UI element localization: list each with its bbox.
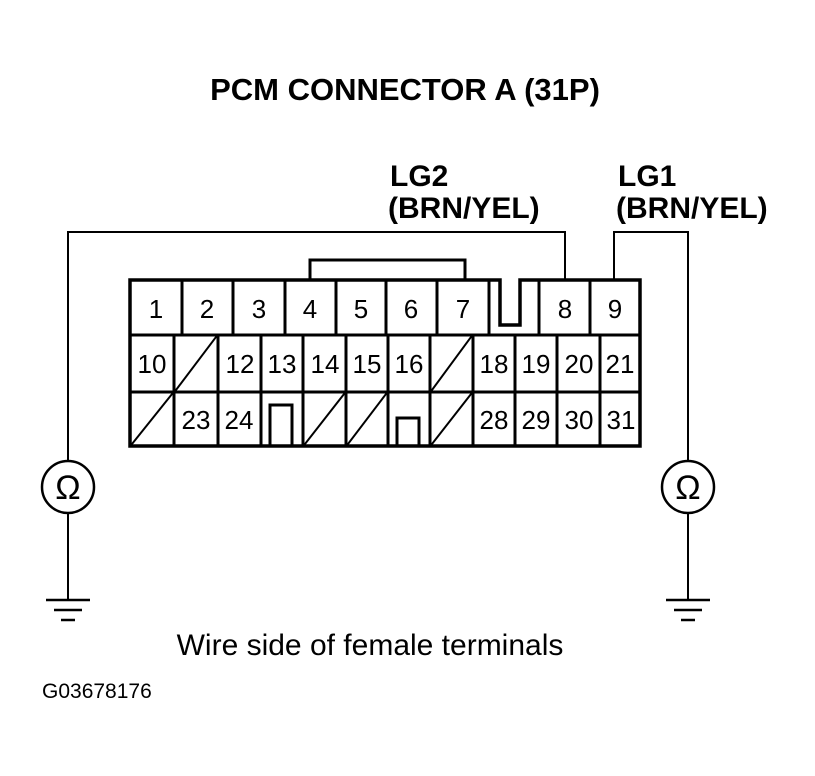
diagram-title: PCM CONNECTOR A (31P) bbox=[210, 72, 600, 107]
lg2-wire-color: (BRN/YEL) bbox=[388, 192, 540, 225]
pin-label: 9 bbox=[608, 294, 622, 324]
pcm-connector bbox=[128, 258, 642, 448]
pin-label: 24 bbox=[225, 405, 254, 435]
ohmmeter-circle bbox=[40, 459, 96, 515]
pin-label: 12 bbox=[226, 349, 255, 379]
pin-label: 29 bbox=[522, 405, 551, 435]
pin-label: 1 bbox=[149, 294, 163, 324]
lg1-wire-color: (BRN/YEL) bbox=[616, 192, 768, 225]
pin-label: 15 bbox=[353, 349, 382, 379]
connector-outline bbox=[128, 278, 642, 448]
lg2-probe-wire bbox=[67, 231, 566, 461]
pin-label: 13 bbox=[268, 349, 297, 379]
right-ground-icon bbox=[666, 598, 710, 622]
left-ground-icon bbox=[46, 598, 90, 622]
pin-label: 14 bbox=[311, 349, 340, 379]
pin-label: 3 bbox=[252, 294, 266, 324]
lg2-label: LG2 bbox=[390, 160, 448, 193]
right-ohmmeter: Ω bbox=[660, 459, 716, 515]
left-ohmmeter: Ω bbox=[40, 459, 96, 515]
pin-row-3: 23 24 28 29 30 31 bbox=[182, 405, 636, 435]
figure-code: G03678176 bbox=[42, 680, 152, 703]
lg1-label: LG1 bbox=[618, 160, 676, 193]
unused-cavity-slashes bbox=[130, 335, 473, 446]
pin-label: 20 bbox=[565, 349, 594, 379]
pin-label: 18 bbox=[480, 349, 509, 379]
connector-key-notch bbox=[395, 416, 421, 448]
pin-label: 6 bbox=[404, 294, 418, 324]
ohmmeter-circle bbox=[660, 459, 716, 515]
pin-label: 28 bbox=[480, 405, 509, 435]
pin-row-2: 10 12 13 14 15 16 18 19 20 21 bbox=[138, 349, 635, 379]
pin-label: 21 bbox=[606, 349, 635, 379]
ohm-icon: Ω bbox=[675, 469, 700, 507]
pin-label: 31 bbox=[607, 405, 636, 435]
ohm-icon: Ω bbox=[55, 469, 80, 507]
pin-label: 16 bbox=[395, 349, 424, 379]
pin-label: 8 bbox=[558, 294, 572, 324]
diagram-caption: Wire side of female terminals bbox=[177, 629, 564, 662]
pin-label: 4 bbox=[303, 294, 317, 324]
lg1-probe-wire bbox=[613, 231, 689, 461]
pin-label: 23 bbox=[182, 405, 211, 435]
pin-label: 5 bbox=[354, 294, 368, 324]
connector-key-notch bbox=[268, 403, 294, 448]
pin-label: 19 bbox=[522, 349, 551, 379]
pin-row-1: 1 2 3 4 5 6 7 8 9 bbox=[149, 294, 622, 324]
pin-label: 10 bbox=[138, 349, 167, 379]
pin-label: 2 bbox=[200, 294, 214, 324]
pin-label: 7 bbox=[456, 294, 470, 324]
pin-label: 30 bbox=[565, 405, 594, 435]
connector-lock-tab bbox=[308, 258, 467, 282]
